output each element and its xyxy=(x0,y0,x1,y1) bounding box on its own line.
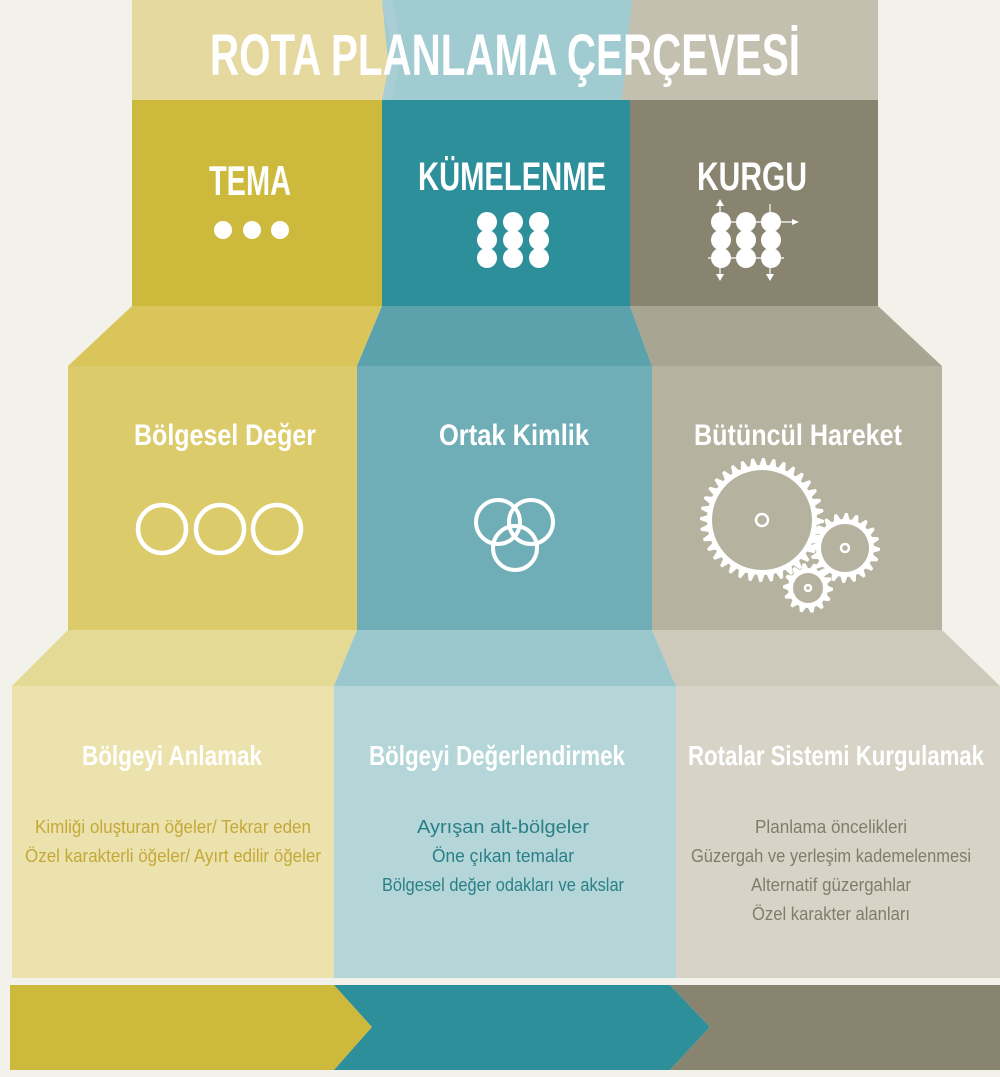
fold-upper xyxy=(68,306,942,366)
small-gear-face xyxy=(793,573,823,603)
large-gear-hub xyxy=(754,512,770,528)
small-gear-hub xyxy=(803,583,813,593)
step-bolgeyi-anlamak: Bölgeyi Anlamak xyxy=(82,740,262,771)
large-gear-face xyxy=(712,470,812,570)
heading-tema: TEMA xyxy=(209,157,291,204)
fold-lower xyxy=(12,630,1000,686)
list-item: Kimliği oluşturan öğeler/ Tekrar eden xyxy=(35,817,311,837)
subheading-bolgesel-deger: Bölgesel Değer xyxy=(134,419,316,452)
dot-cluster-icon xyxy=(477,212,549,268)
list-kumelenme: Ayrışan alt-bölgeler Öne çıkan temalar B… xyxy=(382,817,624,895)
list-tema: Kimliği oluşturan öğeler/ Tekrar eden Öz… xyxy=(25,817,321,866)
heading-kurgu: KURGU xyxy=(697,155,807,199)
list-item: Ayrışan alt-bölgeler xyxy=(417,817,589,837)
page-title: ROTA PLANLAMA ÇERÇEVESİ xyxy=(210,23,800,88)
connected-dots-icon xyxy=(708,199,799,281)
three-rings-icon xyxy=(135,502,304,556)
heading-kumelenme: KÜMELENME xyxy=(418,154,606,199)
list-item: Öne çıkan temalar xyxy=(432,846,574,866)
tier-top xyxy=(132,100,878,306)
tier-bottom xyxy=(12,686,1000,978)
title-band xyxy=(132,0,878,100)
list-item: Bölgesel değer odakları ve akslar xyxy=(382,875,624,895)
gears-icon xyxy=(700,458,880,613)
list-kurgu: Planlama öncelikleri Güzergah ve yerleşi… xyxy=(691,817,971,924)
list-item: Özel karakterli öğeler/ Ayırt edilir öğe… xyxy=(25,846,321,866)
subheading-ortak-kimlik: Ortak Kimlik xyxy=(439,419,589,452)
list-item: Özel karakter alanları xyxy=(752,904,910,924)
arrow-band xyxy=(10,985,1000,1070)
list-item: Alternatif güzergahlar xyxy=(751,875,911,895)
subheading-butuncul-hareket: Bütüncül Hareket xyxy=(694,419,902,452)
step-bolgeyi-degerlendirmek: Bölgeyi Değerlendirmek xyxy=(369,740,625,771)
step-rotalar-sistemi-kurgulamak: Rotalar Sistemi Kurgulamak xyxy=(688,740,984,771)
medium-gear-hub xyxy=(839,542,851,554)
medium-gear-face xyxy=(821,524,869,572)
three-dots-icon xyxy=(214,221,289,239)
list-item: Planlama öncelikleri xyxy=(755,817,907,837)
list-item: Güzergah ve yerleşim kademelenmesi xyxy=(691,846,971,866)
venn-diagram-icon xyxy=(474,498,555,572)
